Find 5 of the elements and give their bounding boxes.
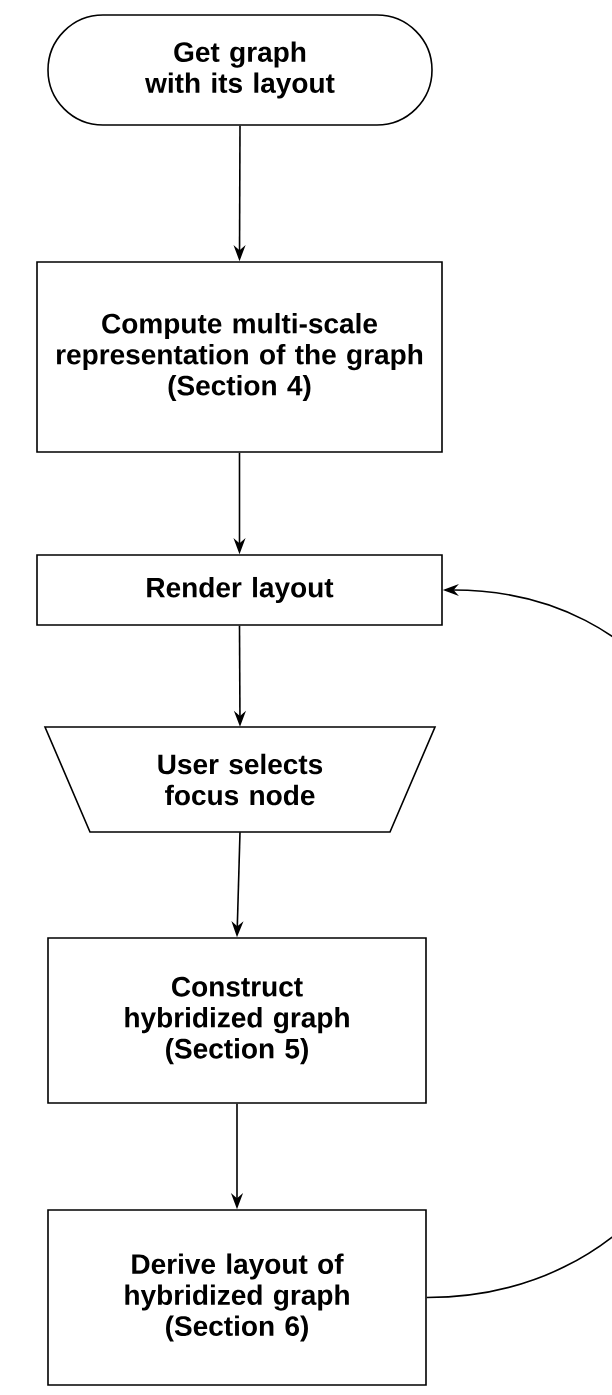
start-terminal: Get graph with its layout: [47, 14, 433, 126]
process-box: Compute multi-scale representation of the graph (Section 4): [36, 261, 443, 453]
process-box: Construct hybridized graph (Section 5): [47, 937, 427, 1104]
process-box: Derive layout of hybridized graph (Section 6): [47, 1209, 427, 1386]
process-box: Render layout: [36, 554, 443, 626]
